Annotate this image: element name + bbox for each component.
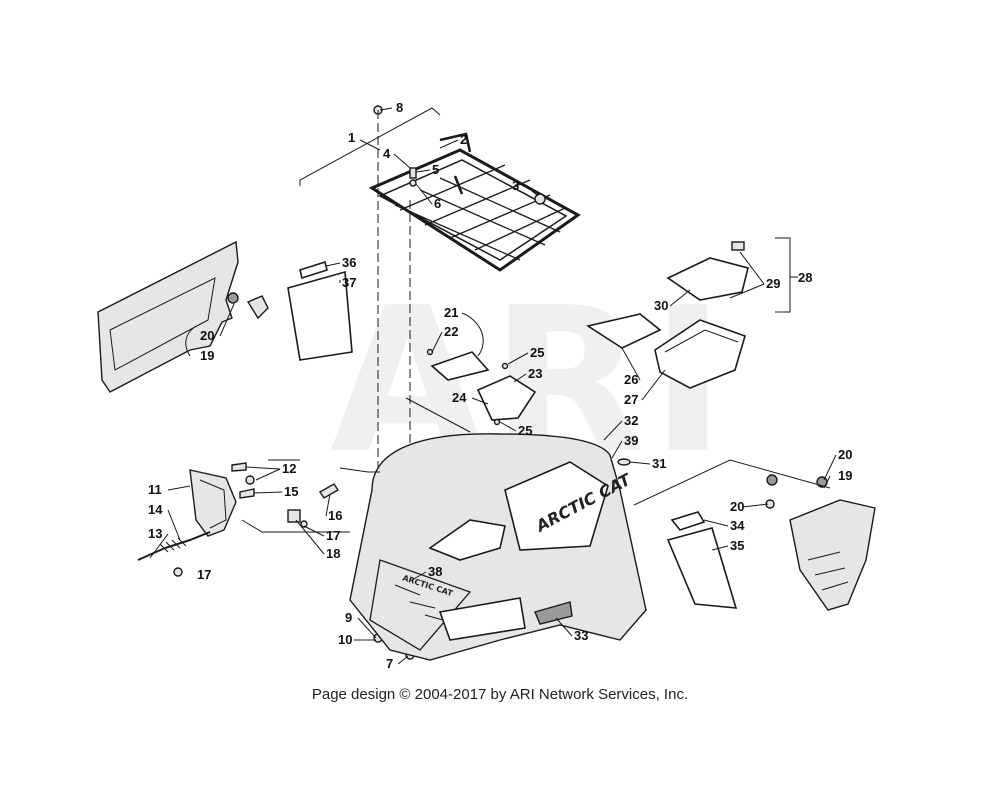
callout-26: 26	[624, 372, 638, 387]
callout-17a: 17	[326, 528, 340, 543]
washer-31	[617, 458, 631, 466]
callout-28: 28	[798, 270, 812, 285]
callout-34: 34	[730, 518, 745, 533]
callout-39: 39	[624, 433, 638, 448]
decal-35	[666, 527, 738, 609]
storage-bin-27	[654, 319, 746, 389]
callout-14: 14	[148, 502, 163, 517]
callout-22: 22	[444, 324, 458, 339]
callout-25b: 25	[518, 423, 532, 438]
callout-37: 37	[342, 275, 356, 290]
callout-38: 38	[428, 564, 442, 579]
callout-10: 10	[338, 632, 352, 647]
decal-33	[534, 601, 573, 625]
right-fender-panel	[789, 499, 876, 611]
callout-35: 35	[730, 538, 744, 553]
callout-27: 27	[624, 392, 638, 407]
grommet-20-left	[227, 292, 239, 304]
callout-8: 8	[396, 100, 403, 115]
callout-21: 21	[444, 305, 458, 320]
callout-33: 33	[574, 628, 588, 643]
callout-20b: 20	[838, 447, 852, 462]
callout-23: 23	[528, 366, 542, 381]
callout-19b: 19	[838, 468, 852, 483]
callout-5: 5	[432, 162, 439, 177]
headlight-hardware	[137, 462, 339, 577]
callout-18: 18	[326, 546, 340, 561]
callout-1: 1	[348, 130, 355, 145]
headlight-assembly	[189, 469, 237, 537]
front-rack	[368, 132, 581, 272]
bracket-28	[775, 237, 791, 313]
callout-20c: 20	[730, 499, 744, 514]
callout-20a: 20	[200, 328, 214, 343]
callout-30: 30	[654, 298, 668, 313]
callout-36: 36	[342, 255, 356, 270]
callout-25a: 25	[530, 345, 544, 360]
callout-11: 11	[148, 482, 162, 497]
lid-26	[585, 313, 662, 349]
callout-31: 31	[652, 456, 666, 471]
callout-17b: 17	[197, 567, 211, 582]
bracket-23-24	[476, 375, 537, 421]
callout-3: 3	[512, 178, 519, 193]
pad-30	[666, 257, 749, 301]
decal-37	[287, 270, 353, 361]
leader-lines	[149, 107, 837, 665]
callout-15: 15	[284, 484, 298, 499]
callout-19a: 19	[200, 348, 214, 363]
clip-left	[246, 295, 269, 320]
copyright-footer: Page design © 2004-2017 by ARI Network S…	[311, 686, 689, 703]
grommet-20-right-a	[766, 474, 778, 486]
callout-16: 16	[328, 508, 342, 523]
callout-4: 4	[383, 146, 391, 161]
callout-24: 24	[452, 390, 467, 405]
panel-21	[430, 351, 490, 381]
callout-32: 32	[624, 413, 638, 428]
callout-13: 13	[148, 526, 162, 541]
left-fender-panel	[97, 240, 239, 393]
decal-36	[299, 260, 328, 280]
callout-7: 7	[386, 656, 393, 671]
callout-6: 6	[434, 196, 441, 211]
front-body: ARCTIC CAT ARCTIC CAT	[349, 433, 647, 661]
decal-34	[670, 511, 706, 531]
callout-2: 2	[460, 132, 467, 147]
callout-29: 29	[766, 276, 780, 291]
callout-12: 12	[282, 461, 296, 476]
callout-9: 9	[345, 610, 352, 625]
callout-labels: 1 2 3 4 5 6 7 8 9 10 11 12 13 14 15 16 1…	[148, 100, 852, 671]
bracket-1	[299, 107, 441, 186]
latch-29	[731, 241, 745, 251]
